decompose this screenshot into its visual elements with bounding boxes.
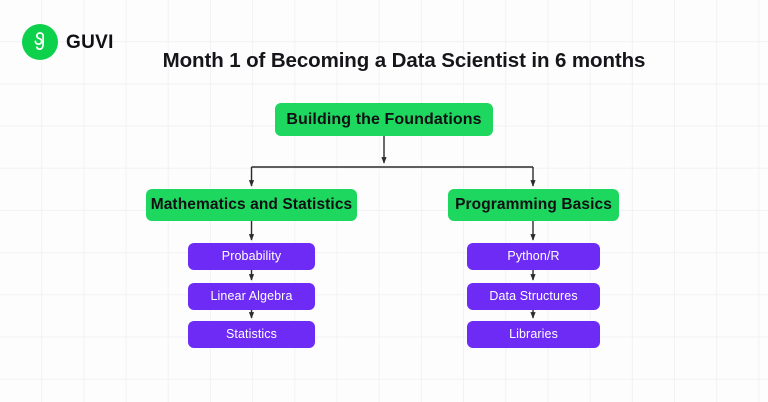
flow-node-mathematics-and-statistics[interactable]: Mathematics and Statistics [146, 189, 357, 221]
flow-node-linear-algebra[interactable]: Linear Algebra [188, 283, 315, 310]
page-title: Month 1 of Becoming a Data Scientist in … [162, 49, 646, 72]
flow-node-building-the-foundations[interactable]: Building the Foundations [275, 103, 493, 136]
flow-node-python-r[interactable]: Python/R [467, 243, 600, 270]
flow-node-libraries[interactable]: Libraries [467, 321, 600, 348]
guvi-g-logo-icon [22, 24, 58, 60]
brand-logo: GUVI [22, 24, 114, 60]
flow-node-probability[interactable]: Probability [188, 243, 315, 270]
flow-node-programming-basics[interactable]: Programming Basics [448, 189, 619, 221]
flow-node-statistics[interactable]: Statistics [188, 321, 315, 348]
flow-node-data-structures[interactable]: Data Structures [467, 283, 600, 310]
brand-name: GUVI [66, 31, 114, 53]
